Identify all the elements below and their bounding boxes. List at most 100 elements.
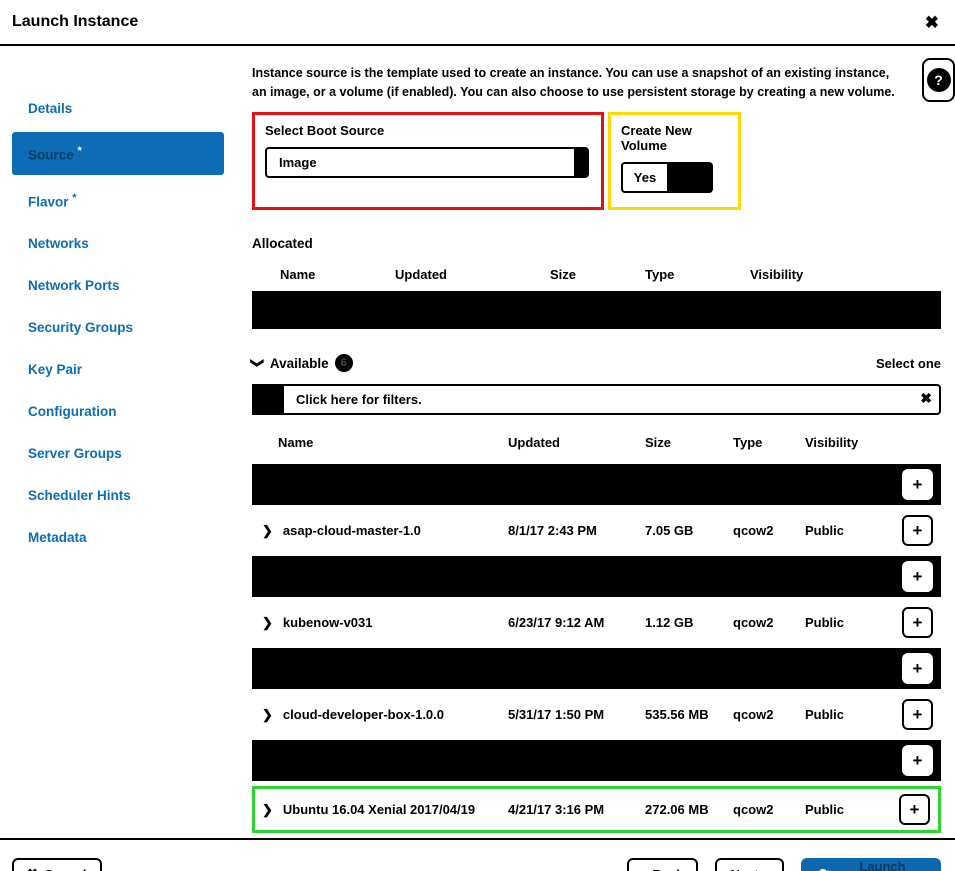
modal-header: Launch Instance ✖: [0, 0, 955, 46]
modal-body: Details Source * Flavor * Networks Netwo…: [0, 46, 955, 838]
table-row[interactable]: ❯ kubenow-v031 6/23/17 9:12 AM 1.12 GB qc…: [252, 602, 941, 643]
expand-row-icon[interactable]: ❯: [262, 706, 273, 722]
clear-filter-icon[interactable]: ✖: [920, 390, 932, 406]
required-mark: *: [72, 191, 77, 204]
available-rows: + ❯asap-cloud-master-1.0 8/1/17 2:43 PM …: [252, 464, 941, 833]
table-row[interactable]: ❯asap-cloud-master-1.0 8/1/17 2:43 PM 7.…: [252, 510, 941, 551]
next-chevron-icon: ›: [765, 867, 769, 871]
image-type: qcow2: [733, 523, 774, 538]
expand-row-icon[interactable]: ❯: [262, 522, 273, 538]
add-row-button[interactable]: +: [902, 469, 933, 500]
close-icon[interactable]: ✖: [924, 12, 939, 32]
select-caret-icon: [574, 149, 587, 176]
filter-input-wrap: ✖: [282, 384, 941, 415]
allocated-row-redacted[interactable]: [252, 291, 941, 329]
modal-footer: ✖ Cancel ‹ Back Next › Launch Instance: [0, 838, 955, 871]
column-type: Type: [733, 435, 763, 450]
image-name: Ubuntu 16.04 Xenial 2017/04/19: [282, 802, 476, 817]
image-type: qcow2: [733, 707, 774, 722]
required-mark: *: [77, 145, 82, 157]
toggle-no-option[interactable]: [669, 162, 713, 193]
image-visibility: Public: [805, 707, 845, 722]
create-volume-toggle[interactable]: Yes: [621, 162, 713, 193]
toggle-yes-option[interactable]: Yes: [621, 162, 669, 193]
column-size: Size: [550, 267, 577, 282]
image-name: cloud-developer-box-1.0.0: [282, 707, 444, 722]
search-icon[interactable]: [252, 384, 282, 415]
image-updated: 5/31/17 1:50 PM: [508, 707, 605, 722]
sidebar-item-scheduler-hints[interactable]: Scheduler Hints: [28, 488, 131, 503]
next-button[interactable]: Next ›: [715, 857, 784, 871]
boot-source-row: Select Boot Source Image Create New Volu…: [252, 112, 941, 210]
boot-source-value: Image: [279, 155, 317, 170]
table-row-redacted[interactable]: +: [252, 464, 941, 505]
column-visibility: Visibility: [750, 267, 804, 282]
available-count-badge: 6: [334, 354, 353, 372]
image-visibility: Public: [805, 615, 845, 630]
add-row-button[interactable]: +: [902, 653, 933, 684]
add-row-button[interactable]: +: [902, 515, 933, 546]
sidebar-item-server-groups[interactable]: Server Groups: [28, 446, 122, 461]
column-updated: Updated: [395, 267, 447, 282]
cancel-icon: ✖: [27, 866, 38, 871]
table-row-redacted[interactable]: +: [252, 648, 941, 689]
image-type: qcow2: [733, 615, 774, 630]
add-row-button[interactable]: +: [902, 561, 933, 592]
image-updated: 4/21/17 3:16 PM: [508, 802, 605, 817]
allocated-title: Allocated: [252, 236, 313, 251]
modal-title: Launch Instance: [12, 13, 139, 30]
add-row-button[interactable]: +: [902, 745, 933, 776]
expand-row-icon[interactable]: ❯: [262, 801, 273, 817]
image-visibility: Public: [805, 523, 845, 538]
add-row-button[interactable]: +: [899, 794, 930, 825]
sidebar-item-key-pair[interactable]: Key Pair: [28, 362, 83, 377]
create-volume-label: Create New Volume: [621, 123, 692, 153]
help-button[interactable]: ?: [922, 58, 955, 102]
available-label: Available: [269, 355, 329, 371]
boot-source-highlight: Select Boot Source Image: [252, 112, 604, 210]
column-name: Name: [278, 435, 314, 450]
image-size: 1.12 GB: [645, 615, 694, 630]
sidebar-item-details[interactable]: Details: [28, 101, 73, 116]
column-size: Size: [645, 435, 672, 450]
column-updated: Updated: [508, 435, 560, 450]
add-row-button[interactable]: +: [902, 699, 933, 730]
sidebar-item-network-ports[interactable]: Network Ports: [28, 278, 120, 293]
sidebar-item-source[interactable]: Source *: [12, 132, 224, 175]
available-table-header: Name Updated Size Type Visibility: [252, 435, 941, 450]
filter-bar: ✖: [252, 384, 941, 415]
sidebar-item-security-groups[interactable]: Security Groups: [28, 320, 134, 335]
help-icon: ?: [926, 68, 951, 92]
create-volume-highlight: Create New Volume Yes: [608, 112, 741, 210]
expand-row-icon[interactable]: ❯: [262, 614, 273, 630]
table-row-redacted[interactable]: +: [252, 740, 941, 781]
sidebar-item-flavor[interactable]: Flavor *: [28, 191, 77, 210]
sidebar-item-networks[interactable]: Networks: [28, 236, 89, 251]
back-button[interactable]: ‹ Back: [627, 857, 699, 871]
table-row[interactable]: ❯ cloud-developer-box-1.0.0 5/31/17 1:50 …: [252, 694, 941, 735]
filter-input[interactable]: [282, 384, 941, 415]
boot-source-select[interactable]: Image: [265, 147, 589, 178]
image-size: 7.05 GB: [645, 523, 694, 538]
back-chevron-icon: ‹: [642, 867, 646, 871]
footer-nav-buttons: ‹ Back Next › Launch Instance: [627, 857, 941, 871]
available-header: ❯ Available 6 Select one: [250, 354, 941, 372]
source-step-content: ? Instance source is the template used t…: [240, 58, 955, 838]
image-name: asap-cloud-master-1.0: [282, 523, 421, 538]
launch-instance-button[interactable]: Launch Instance: [801, 857, 941, 871]
chevron-down-icon[interactable]: ❯: [250, 357, 266, 369]
image-name: kubenow-v031: [282, 615, 373, 630]
table-row-redacted[interactable]: +: [252, 556, 941, 597]
column-visibility: Visibility: [805, 435, 859, 450]
source-description: Instance source is the template used to …: [252, 66, 895, 99]
table-row-selected[interactable]: ❯ Ubuntu 16.04 Xenial 2017/04/19 4/21/17 …: [252, 786, 941, 833]
add-row-button[interactable]: +: [902, 607, 933, 638]
allocated-table-header: Name Updated Size Type Visibility: [252, 267, 941, 282]
sidebar-item-metadata[interactable]: Metadata: [28, 530, 87, 545]
image-updated: 6/23/17 9:12 AM: [508, 615, 605, 630]
cloud-upload-icon: [819, 868, 830, 871]
column-type: Type: [645, 267, 675, 282]
sidebar-item-configuration[interactable]: Configuration: [28, 404, 117, 419]
cancel-button[interactable]: ✖ Cancel: [12, 857, 102, 871]
